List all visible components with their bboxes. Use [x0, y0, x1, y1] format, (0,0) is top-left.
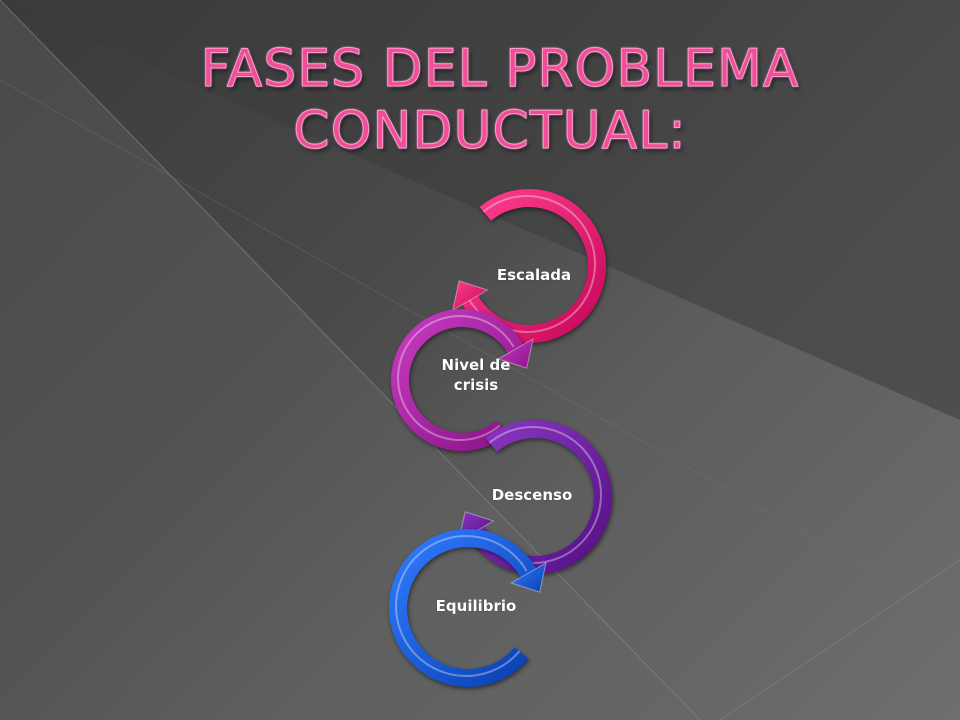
stage-arrow-4-highlight	[395, 535, 528, 677]
slide-title: FASES DEL PROBLEMA CONDUCTUAL:	[0, 38, 960, 162]
stage-label-2: crisis	[454, 376, 499, 394]
stage-arrow-2-highlight	[397, 315, 515, 441]
stage-label-3: Descenso	[492, 486, 573, 504]
stage-label-2: Nivel de	[442, 356, 511, 374]
stage-arrowhead-4	[510, 562, 547, 593]
stage-label-4: Equilibrio	[436, 597, 517, 615]
stage-arrowhead-1	[452, 280, 489, 311]
stage-arrow-4	[389, 529, 537, 687]
stage-arrow-2	[391, 309, 524, 451]
title-line-2: CONDUCTUAL:	[293, 101, 687, 162]
stage-label-1: Escalada	[497, 266, 571, 284]
stage-arrowhead-2	[497, 338, 534, 369]
title-line-1: FASES DEL PROBLEMA	[200, 39, 800, 100]
